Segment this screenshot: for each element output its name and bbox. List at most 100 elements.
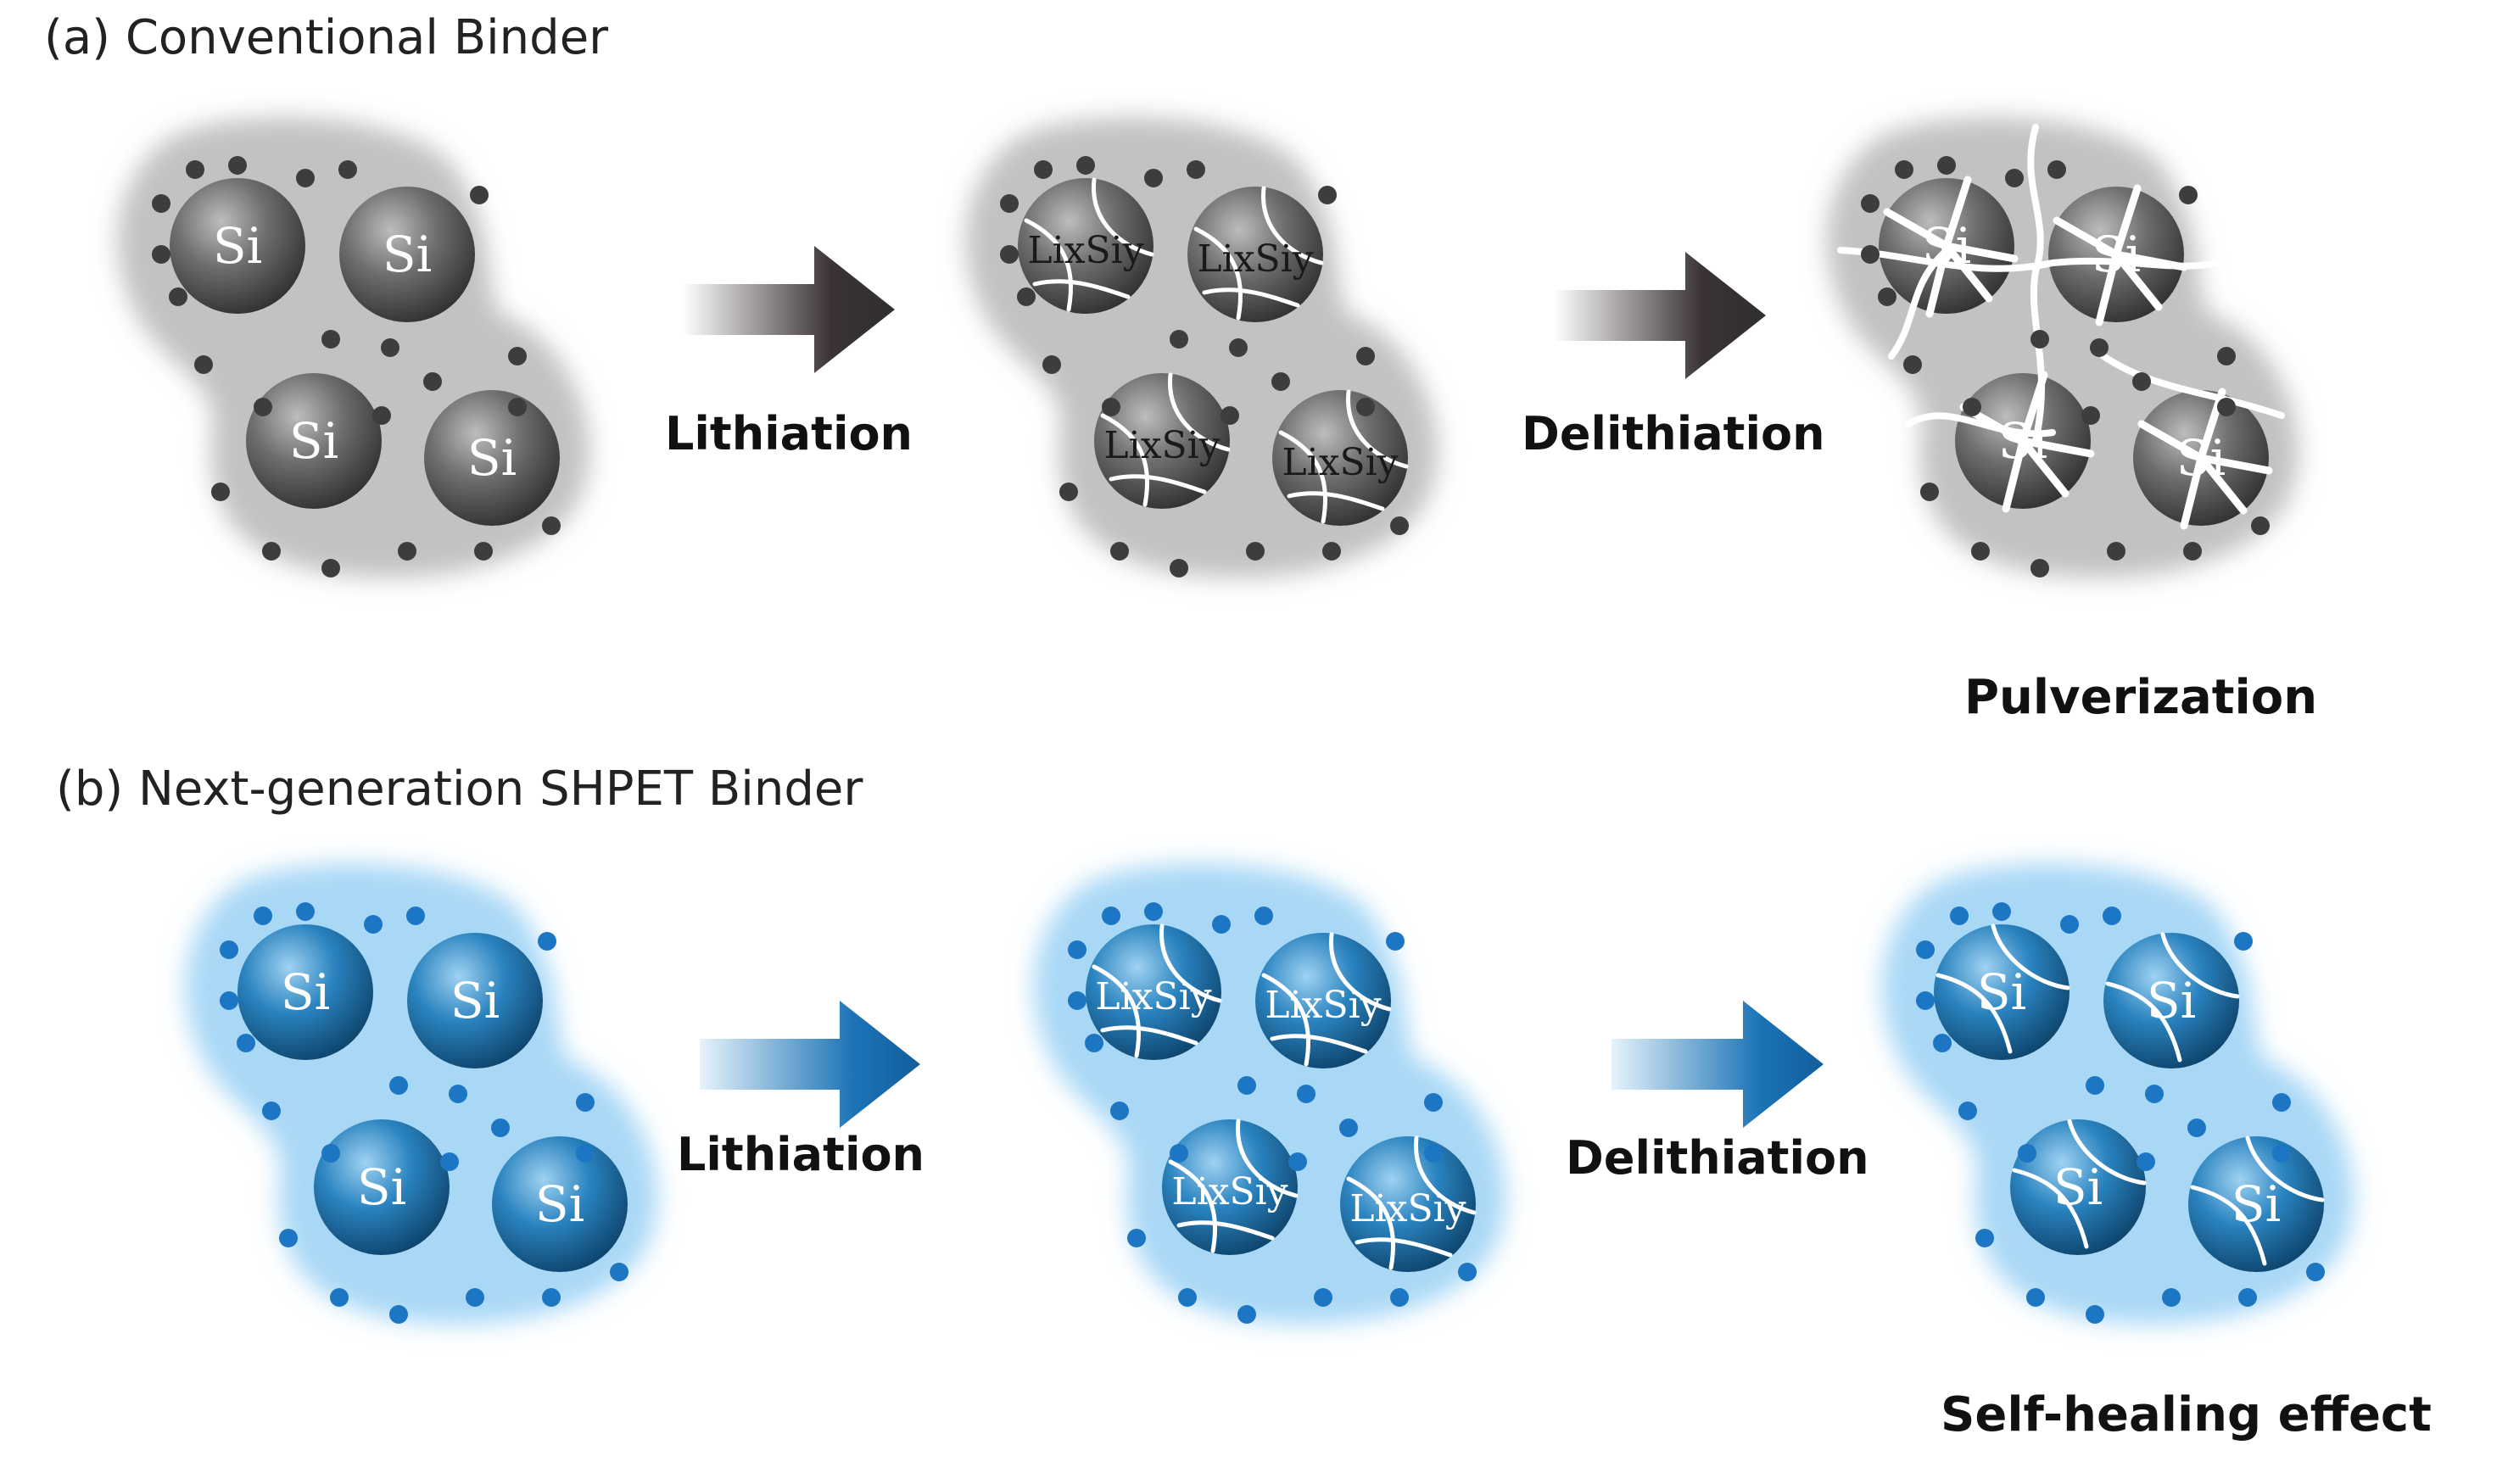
binder-dot-a-1-18 [398,542,416,561]
binder-dot-b-2-1 [1068,940,1086,959]
particle-b-3-3: Si [2010,1119,2147,1255]
binder-dot-b-1-22 [576,1144,595,1163]
particle-a-3-2: Si [2048,184,2188,326]
binder-dot-b-2-10 [1110,1102,1129,1120]
binder-dot-b-2-14 [1424,1093,1443,1112]
binder-dot-b-2-11 [1170,1144,1188,1163]
particle-crack [1176,1220,1275,1241]
binder-dot-a-1-21 [152,245,170,264]
binder-dot-b-2-5 [1254,907,1273,925]
binder-dot-a-3-13 [2132,372,2151,391]
binder-dot-a-3-7 [1878,287,1896,306]
binder-dot-a-2-12 [1220,406,1239,425]
particle-crack [2197,454,2248,515]
section-a-lithiation-arrow [683,246,895,373]
particle-crack [1991,923,2070,990]
binder-dot-a-3-4 [2005,169,2024,187]
binder-dot-b-1-17 [389,1305,408,1324]
binder-dot-b-3-1 [1916,940,1935,959]
section-b-delithiation-arrow [1611,1001,1824,1128]
binder-dot-b-3-22 [2272,1144,2291,1163]
binder-dot-a-3-19 [2183,542,2202,561]
particle-b-1-1: Si [237,924,373,1060]
particle-label: Si [383,226,432,283]
particle-label: Si [1977,963,2026,1021]
particle-crack [2105,981,2182,1063]
binder-dot-a-2-15 [1059,483,1078,501]
binder-dot-a-2-13 [1271,372,1290,391]
binder-dot-b-3-12 [2137,1152,2155,1171]
binder-dot-b-2-9 [1297,1085,1315,1103]
particle-a-3-3: Si [1955,371,2095,513]
particle-a-2-2: LixSiy [1187,186,1324,322]
section-a-lithiation-label: Lithiation [665,407,913,460]
binder-dot-b-3-4 [2060,915,2079,934]
binder-dot-a-2-19 [1322,542,1341,561]
particle-crack [2019,437,2070,498]
particle-crack [1109,474,1207,494]
particle-crack [1159,923,1222,1003]
particle-label: Si [535,1175,584,1233]
binder-dot-b-3-3 [1992,902,2011,921]
binder-dot-b-3-20 [2306,1263,2325,1281]
binder-dot-b-1-2 [254,907,272,925]
particle-crack [1278,430,1328,524]
binder-dot-b-1-12 [440,1152,459,1171]
particle-label: Si [2232,1175,2281,1233]
particle-crack [1092,177,1154,257]
binder-dot-b-2-12 [1288,1152,1307,1171]
particle-label: LixSiy [1095,975,1211,1018]
binder-dot-b-1-21 [220,991,238,1010]
binder-dot-a-2-2 [1034,160,1053,179]
particle-crack [2053,216,2120,259]
binder-dot-a-2-17 [1170,559,1188,577]
particle-b-1-2: Si [407,933,543,1068]
section-b-lithiation-arrow [700,1001,920,1128]
binder-dot-a-1-7 [169,287,187,306]
particle-b-2-3: LixSiy [1162,1119,1299,1255]
particle-crack [2067,1119,2147,1186]
particle-crack [2095,250,2120,326]
section-b-title: (b) Next-generation SHPET Binder [56,762,863,817]
binder-dot-a-3-15 [1920,483,1939,501]
binder-dot-a-1-4 [296,169,315,187]
particle-label: Si [2147,972,2196,1029]
binder-dot-b-2-18 [1314,1288,1332,1307]
binder-dot-a-1-5 [338,160,357,179]
particle-body [1934,924,2070,1060]
binder-dot-b-1-1 [220,940,238,959]
particle-crack [2180,454,2205,530]
binder-dot-a-1-15 [211,483,230,501]
particle-crack [2160,932,2240,999]
binder-dot-a-3-8 [2030,330,2049,349]
particle-b-3-1: Si [1934,923,2070,1060]
particle-crack [1883,208,1951,250]
particle-crack [2112,184,2142,259]
binder-dot-a-3-14 [2217,347,2236,365]
binder-dot-a-2-14 [1356,347,1375,365]
binder-dot-a-2-5 [1187,160,1205,179]
binder-dot-b-1-5 [406,907,425,925]
binder-dot-a-2-10 [1042,355,1061,374]
particle-a-2-4: LixSiy [1272,389,1409,526]
particle-crack [1100,1025,1198,1046]
binder-dot-b-2-8 [1237,1076,1256,1095]
binder-dot-b-1-20 [610,1263,628,1281]
binder-dot-b-3-13 [2187,1119,2206,1137]
particle-crack [1092,964,1142,1058]
binder-dot-b-3-18 [2162,1288,2181,1307]
particle-a-2-3: LixSiy [1094,372,1231,509]
particle-label: LixSiy [1265,984,1381,1027]
particle-a-1-3: Si [246,373,382,509]
section-a-delithiation-arrow [1554,252,1766,379]
particle-label: LixSiy [1349,1187,1466,1230]
binder-dot-b-3-17 [2086,1305,2104,1324]
particle-body [2103,933,2239,1068]
particle-label: LixSiy [1282,441,1398,484]
binder-dot-b-2-13 [1339,1119,1358,1137]
particle-body [314,1119,450,1255]
binder-dot-b-2-15 [1127,1229,1146,1247]
particle-crack [2190,1185,2267,1266]
particle-crack [1168,372,1231,452]
particle-crack [1287,491,1385,511]
